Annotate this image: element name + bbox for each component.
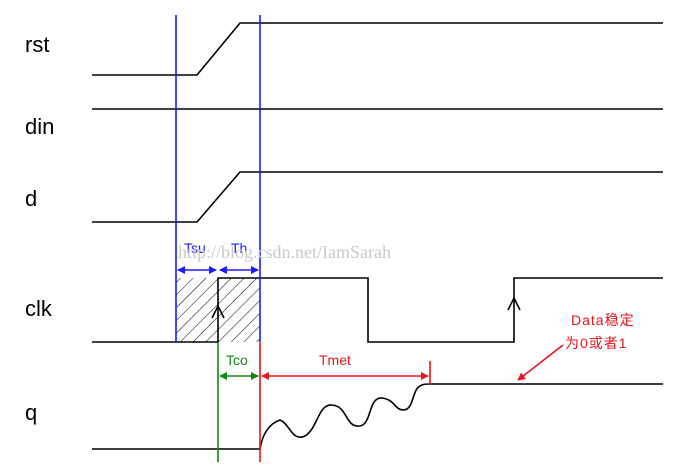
tsu-label: Tsu [184,240,206,256]
clk-waveform [92,277,663,343]
rst-label: rst [25,32,49,57]
clk-rising-edge-arrow-1 [211,304,225,319]
q-metastable-waveform [259,383,663,450]
clk-rising-edge-arrow-2 [507,296,521,311]
clk-label: clk [25,296,53,321]
rst-waveform [92,22,663,76]
stable-data-note-line1: Data稳定 [571,312,635,328]
stable-data-note-line2: 为0或者1 [565,335,628,351]
stable-data-pointer-arrow [517,344,564,381]
tmet-label: Tmet [319,352,351,368]
tco-label: Tco [226,352,248,368]
th-label: Th [231,240,247,256]
d-waveform [92,171,663,223]
din-label: din [25,114,54,139]
watermark-text: http://blog.csdn.net/IamSarah [178,242,391,262]
q-label: q [25,400,37,425]
d-label: d [25,186,37,211]
